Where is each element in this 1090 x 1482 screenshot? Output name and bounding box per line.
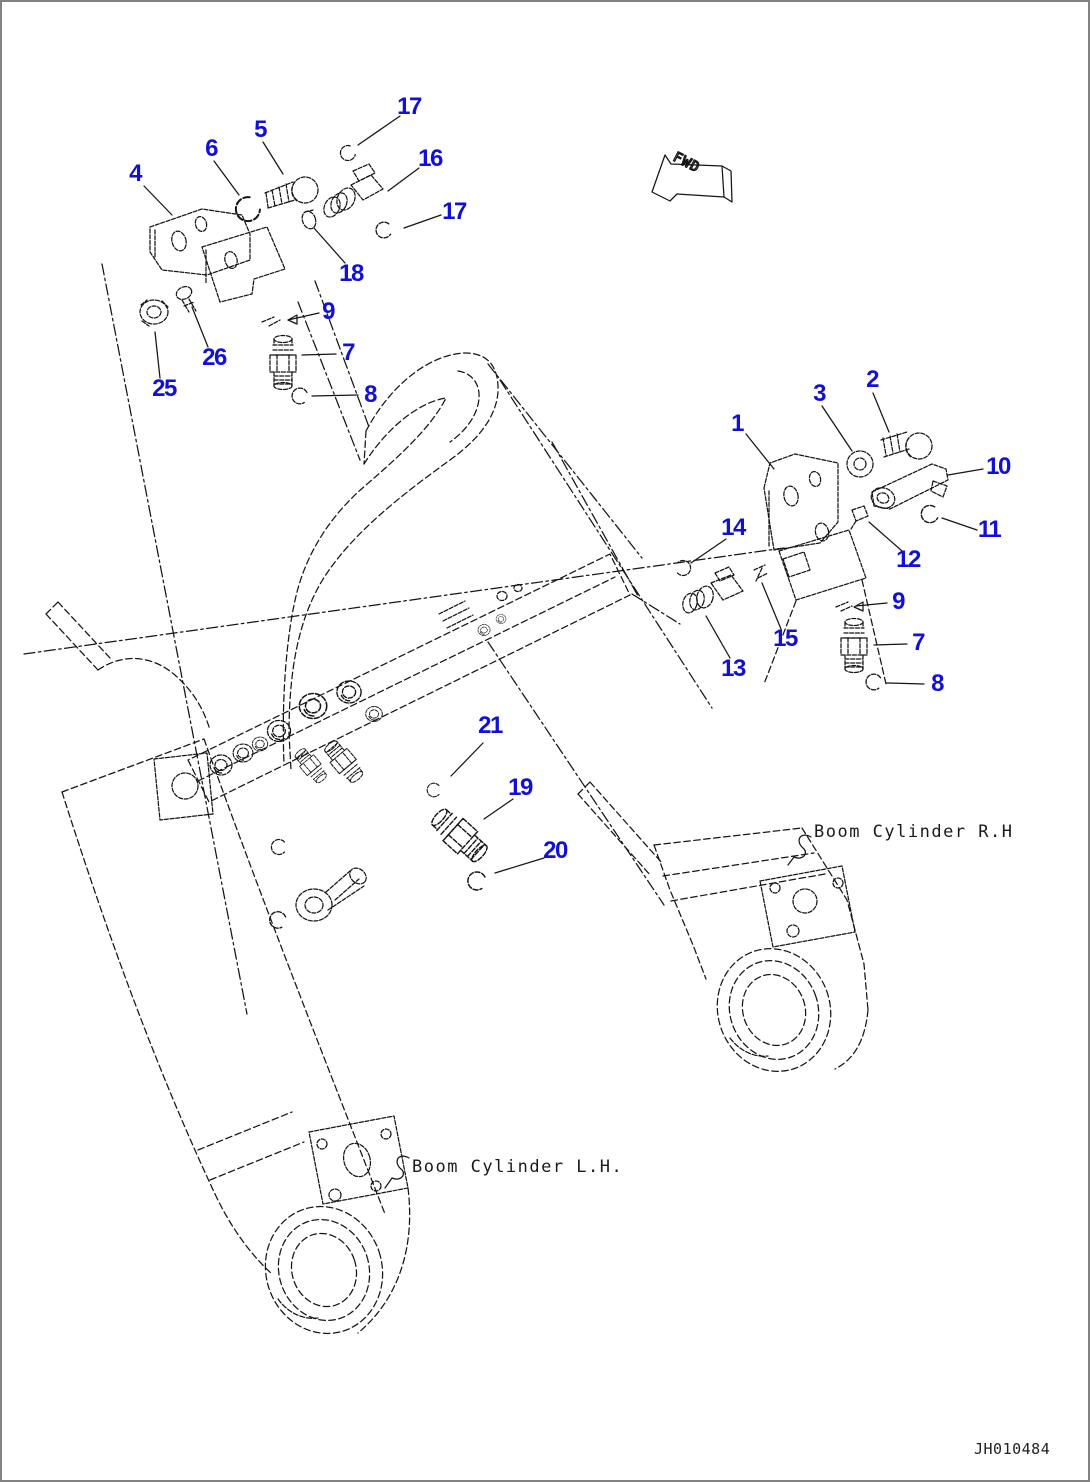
callout-1: 1 <box>731 410 744 437</box>
callout-12: 12 <box>896 546 921 573</box>
construction-lines <box>23 263 785 1015</box>
label-boom-cylinder-rh: Boom Cylinder R.H <box>814 822 1014 842</box>
callout-21: 21 <box>478 712 503 739</box>
callout-19: 19 <box>508 774 533 801</box>
fwd-label: FWD <box>670 149 702 176</box>
callout-9-a: 9 <box>322 298 335 325</box>
callout-11: 11 <box>977 516 1002 543</box>
bracket-assembly-right <box>676 431 949 692</box>
callout-7-a: 7 <box>342 339 355 366</box>
fwd-arrow-icon: FWD <box>651 149 733 203</box>
callout-17-b: 17 <box>442 198 467 225</box>
callout-14: 14 <box>721 514 746 541</box>
hose-drawing <box>282 352 499 771</box>
boom-cylinder-rh-drawing <box>577 579 887 1072</box>
callout-9-b: 9 <box>892 588 905 615</box>
callout-8-b: 8 <box>931 670 944 697</box>
callout-4: 4 <box>129 160 142 187</box>
boom-cylinder-lh-drawing <box>45 601 411 1335</box>
callout-5: 5 <box>254 116 267 143</box>
drawing-number: JH010484 <box>974 1440 1051 1458</box>
callout-2: 2 <box>866 366 879 393</box>
callout-26: 26 <box>202 344 227 371</box>
bracket-assembly-left <box>139 143 392 406</box>
callout-7-b: 7 <box>912 629 925 656</box>
callout-3: 3 <box>813 380 826 407</box>
callout-6: 6 <box>205 135 218 162</box>
callout-18: 18 <box>339 260 364 287</box>
callout-17-a: 17 <box>397 93 422 120</box>
leader-lines <box>143 115 984 1189</box>
callout-15: 15 <box>773 625 798 652</box>
label-boom-cylinder-lh: Boom Cylinder L.H. <box>412 1157 624 1177</box>
callout-16: 16 <box>418 145 443 172</box>
manifold-drawing <box>153 553 631 931</box>
callout-13: 13 <box>721 655 746 682</box>
callout-25: 25 <box>152 375 177 402</box>
callout-8-a: 8 <box>364 381 377 408</box>
callout-20: 20 <box>543 837 568 864</box>
callout-10: 10 <box>986 453 1011 480</box>
